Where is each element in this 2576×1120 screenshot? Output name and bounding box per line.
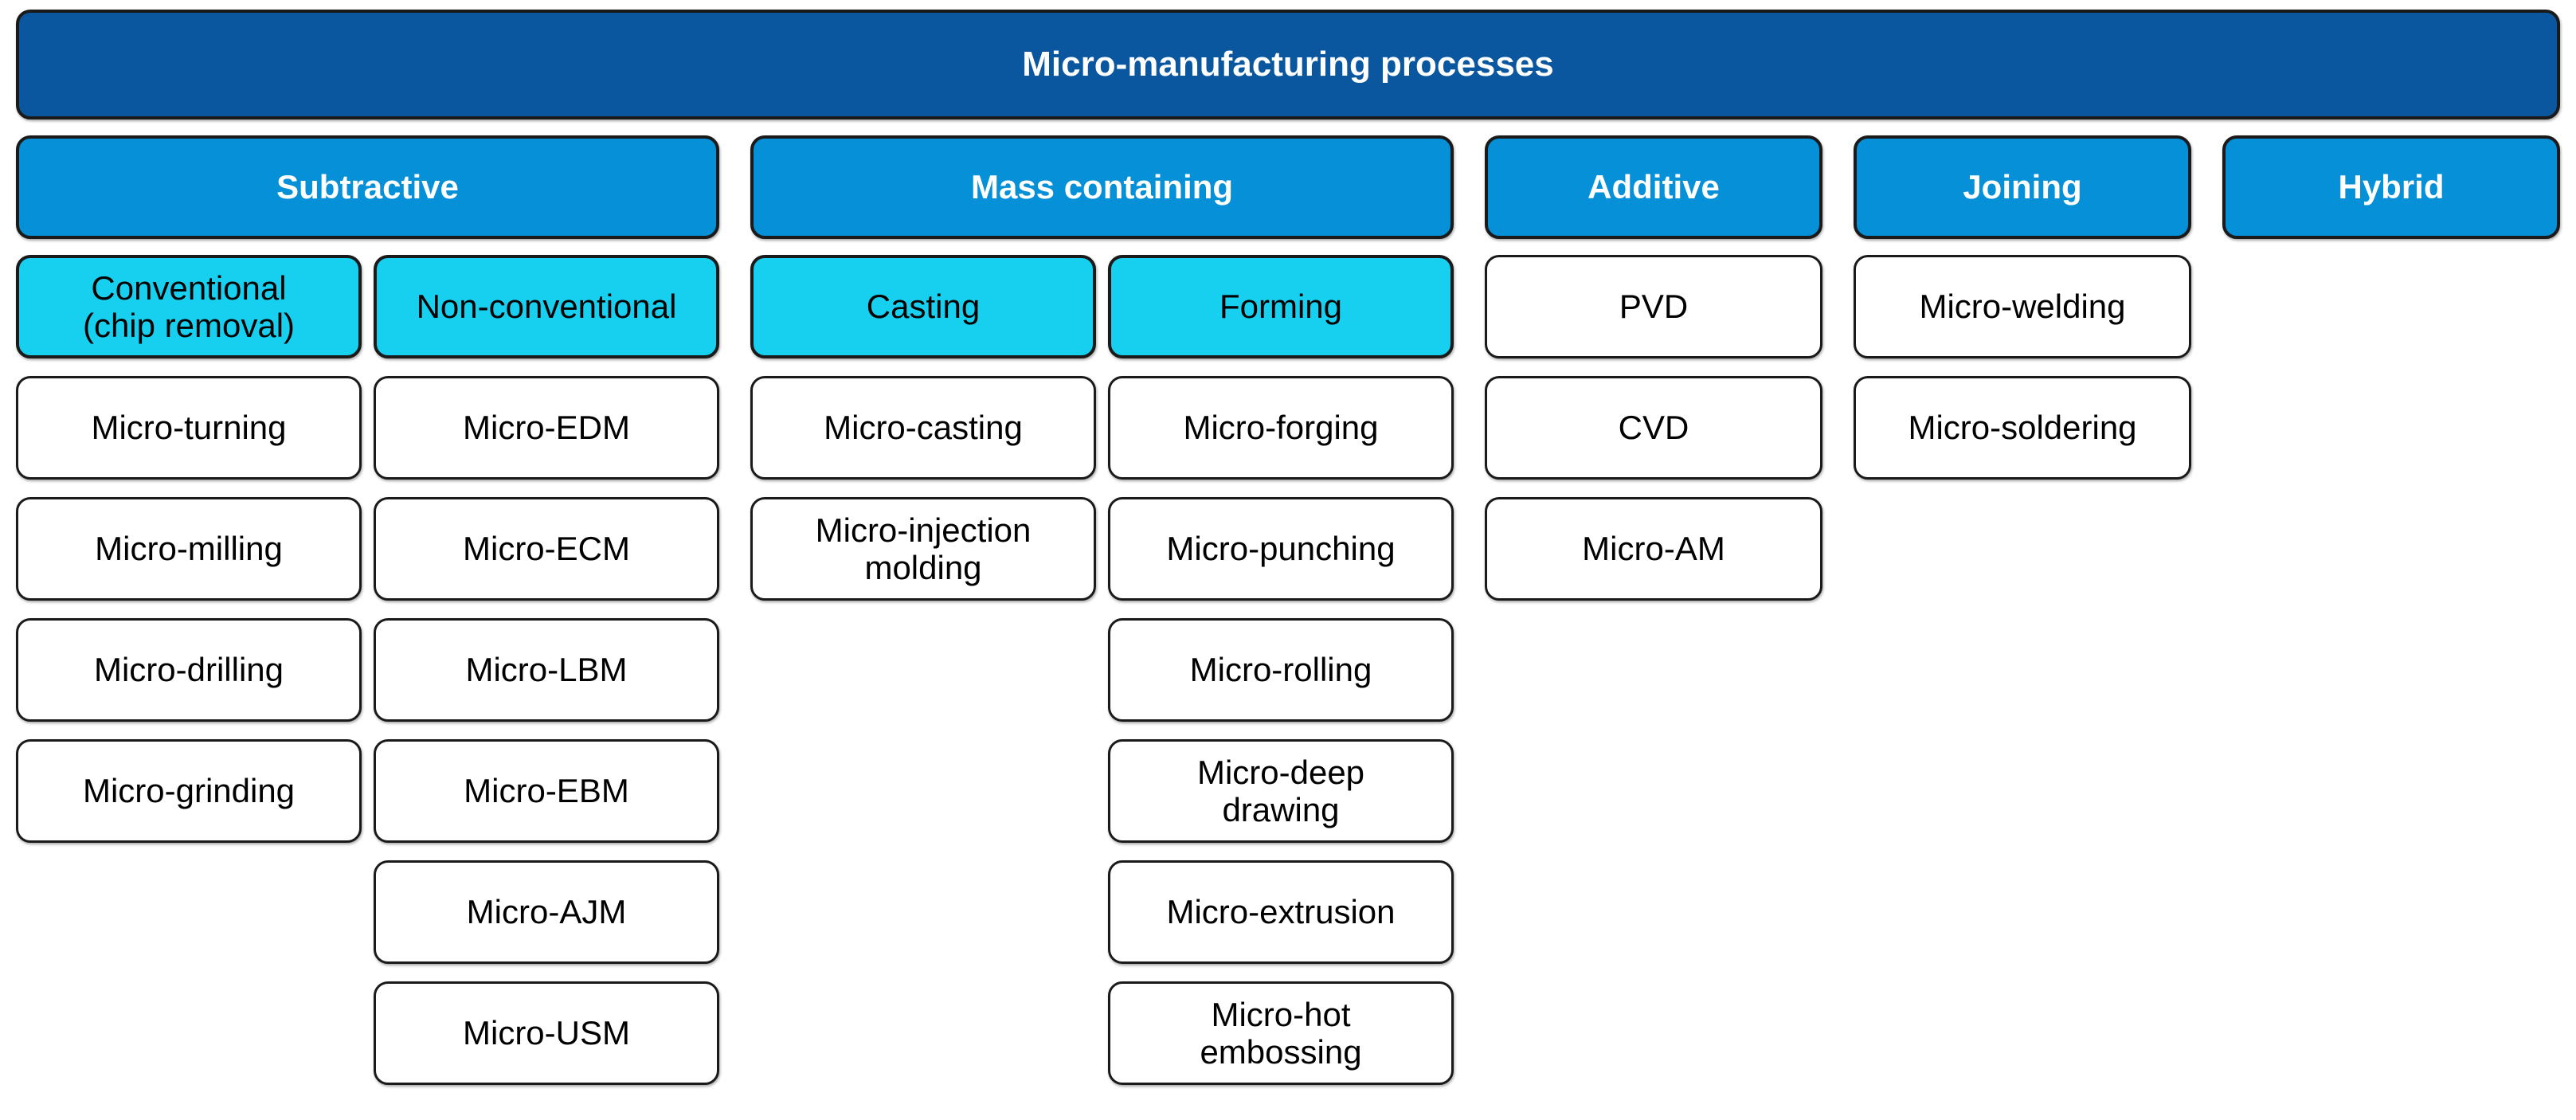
box-micro-grinding: Micro-grinding (16, 739, 362, 843)
box-micro-casting: Micro-casting (750, 376, 1096, 480)
box-forming: Forming (1108, 255, 1454, 358)
box-micro-drilling: Micro-drilling (16, 618, 362, 722)
box-micro-injection-molding: Micro-injection molding (750, 497, 1096, 601)
box-non-conventional: Non-conventional (374, 255, 719, 358)
box-micro-rolling: Micro-rolling (1108, 618, 1454, 722)
micro-manufacturing-diagram: Micro-manufacturing processes Subtractiv… (16, 0, 2560, 1085)
group-columns-additive: PVD CVD Micro-AM (1485, 255, 1822, 601)
group-header-joining: Joining (1854, 135, 2191, 239)
box-conventional-chip-removal: Conventional (chip removal) (16, 255, 362, 358)
box-micro-ebm: Micro-EBM (374, 739, 719, 843)
group-header-subtractive: Subtractive (16, 135, 719, 239)
box-micro-hot-embossing: Micro-hot embossing (1108, 981, 1454, 1085)
box-micro-ajm: Micro-AJM (374, 860, 719, 964)
box-micro-edm: Micro-EDM (374, 376, 719, 480)
box-micro-forging: Micro-forging (1108, 376, 1454, 480)
group-columns-subtractive: Conventional (chip removal) Micro-turning… (16, 255, 719, 1085)
box-micro-punching: Micro-punching (1108, 497, 1454, 601)
box-micro-milling: Micro-milling (16, 497, 362, 601)
box-cvd: CVD (1485, 376, 1822, 480)
column-pvd: PVD CVD Micro-AM (1485, 255, 1822, 601)
diagram-title: Micro-manufacturing processes (16, 10, 2560, 119)
box-micro-welding: Micro-welding (1854, 255, 2191, 358)
group-hybrid: Hybrid (2222, 135, 2560, 1085)
group-header-mass-containing: Mass containing (750, 135, 1454, 239)
box-micro-soldering: Micro-soldering (1854, 376, 2191, 480)
group-header-additive: Additive (1485, 135, 1822, 239)
group-header-hybrid: Hybrid (2222, 135, 2560, 239)
box-casting: Casting (750, 255, 1096, 358)
box-micro-am: Micro-AM (1485, 497, 1822, 601)
box-micro-lbm: Micro-LBM (374, 618, 719, 722)
box-micro-turning: Micro-turning (16, 376, 362, 480)
box-micro-usm: Micro-USM (374, 981, 719, 1085)
column-conventional-chip-removal: Conventional (chip removal) Micro-turning… (16, 255, 362, 1085)
box-micro-extrusion: Micro-extrusion (1108, 860, 1454, 964)
box-micro-ecm: Micro-ECM (374, 497, 719, 601)
box-pvd: PVD (1485, 255, 1822, 358)
box-micro-deep-drawing: Micro-deep drawing (1108, 739, 1454, 843)
